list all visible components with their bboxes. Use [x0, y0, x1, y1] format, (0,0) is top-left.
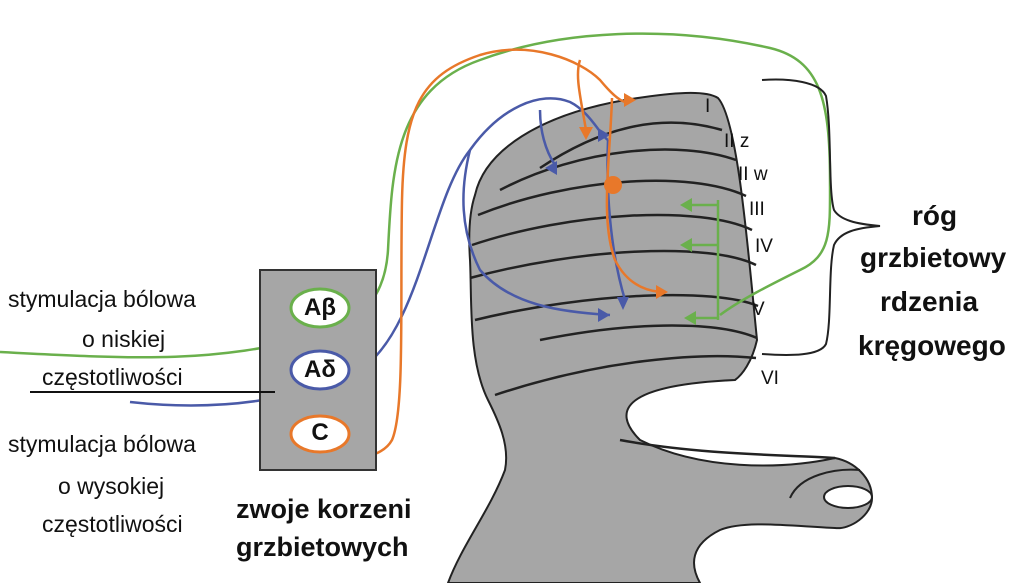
horn-label-line3: rdzenia	[880, 286, 978, 318]
horn-bracket	[762, 80, 880, 355]
central-canal	[824, 486, 872, 508]
c-label: C	[289, 419, 351, 447]
lamina-label-1: I	[705, 96, 710, 118]
abeta-label: Aβ	[289, 294, 351, 322]
lamina-label-7: VI	[761, 368, 779, 390]
lamina-label-2: II z	[724, 131, 749, 153]
lamina-label-6: V	[752, 299, 765, 321]
horn-label-line4: kręgowego	[858, 330, 1006, 362]
dorsal-horn-tissue	[448, 93, 872, 583]
ganglion-title-line2: grzbietowych	[236, 532, 409, 563]
high-freq-label-line2: o wysokiej	[58, 473, 164, 500]
horn-label-line1: róg	[912, 200, 957, 232]
lamina-label-4: III	[749, 199, 765, 221]
high-freq-label-line3: częstotliwości	[42, 511, 183, 538]
horn-label-line2: grzbietowy	[860, 242, 1006, 274]
high-freq-label-line1: stymulacja bólowa	[8, 431, 196, 458]
low-freq-label-line1: stymulacja bólowa	[8, 286, 196, 313]
low-freq-label-line2: o niskiej	[82, 326, 165, 353]
lamina-label-3: II w	[738, 164, 768, 186]
low-freq-label-line3: częstotliwości	[42, 364, 183, 391]
lamina-label-5: IV	[755, 236, 773, 258]
ganglion-title-line1: zwoje korzeni	[236, 494, 412, 525]
adelta-label: Aδ	[289, 356, 351, 384]
